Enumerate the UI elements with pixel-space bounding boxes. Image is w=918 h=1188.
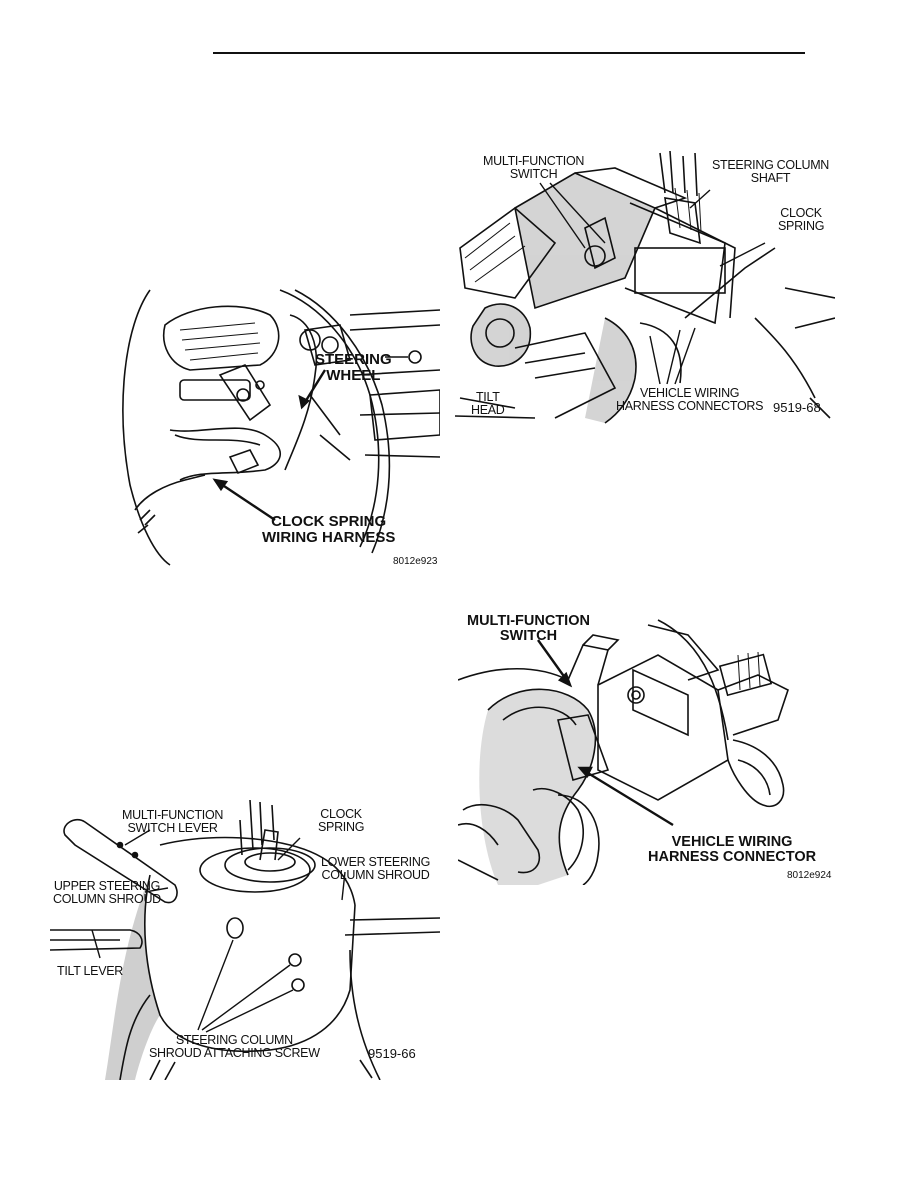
- header-rule: [213, 52, 805, 54]
- connector-removal-illustration: [458, 619, 789, 885]
- steering-column-switch-illustration: [455, 150, 835, 424]
- callout-clock-spring: CLOCK SPRING: [318, 807, 365, 835]
- callout-vehicle-wiring-harness-connectors: VEHICLE WIRING HARNESS CONNECTORS: [616, 386, 764, 414]
- figure-steering-wheel-removal: STEERING WHEEL CLOCK SPRING WIRING HARNE…: [110, 285, 440, 570]
- steering-wheel-illustration: [122, 289, 440, 566]
- callout-steering-column-shroud-attaching-screw: STEERING COLUMN SHROUD ATTACHING SCREW: [149, 1033, 320, 1061]
- callout-lower-steering-column-shroud: LOWER STEERING COLUMN SHROUD: [321, 855, 431, 883]
- figure-multi-function-switch-connector: MULTI-FUNCTION SWITCH VEHICLE WIRING HAR…: [458, 610, 838, 885]
- callout-upper-steering-column-shroud: UPPER STEERING COLUMN SHROUD: [53, 879, 161, 907]
- callout-tilt-head: TILT HEAD: [471, 390, 505, 418]
- figure-code: 9519-68: [773, 400, 821, 415]
- figure-code: 9519-66: [368, 1046, 416, 1061]
- figure-code: 8012e923: [393, 556, 438, 567]
- callout-tilt-lever: TILT LEVER: [57, 964, 124, 978]
- callout-steering-column-shaft: STEERING COLUMN SHAFT: [712, 158, 830, 186]
- callout-steering-wheel: STEERING WHEEL: [315, 351, 392, 384]
- figure-steering-column-shroud: MULTI-FUNCTION SWITCH LEVER CLOCK SPRING…: [50, 800, 440, 1080]
- callout-multi-function-switch-lever: MULTI-FUNCTION SWITCH LEVER: [122, 808, 224, 836]
- callout-multi-function-switch: MULTI-FUNCTION SWITCH: [483, 154, 585, 182]
- callout-multi-function-switch: MULTI-FUNCTION SWITCH: [467, 613, 590, 645]
- figure-code: 8012e924: [787, 870, 832, 881]
- callout-clock-spring: CLOCK SPRING: [778, 206, 825, 234]
- figure-multi-function-switch-column: MULTI-FUNCTION SWITCH STEERING COLUMN SH…: [455, 148, 835, 426]
- column-shroud-illustration: [50, 800, 440, 1080]
- callout-vehicle-wiring-harness-connector: VEHICLE WIRING HARNESS CONNECTOR: [648, 834, 817, 866]
- callout-clock-spring-wiring-harness: CLOCK SPRING WIRING HARNESS: [262, 513, 396, 546]
